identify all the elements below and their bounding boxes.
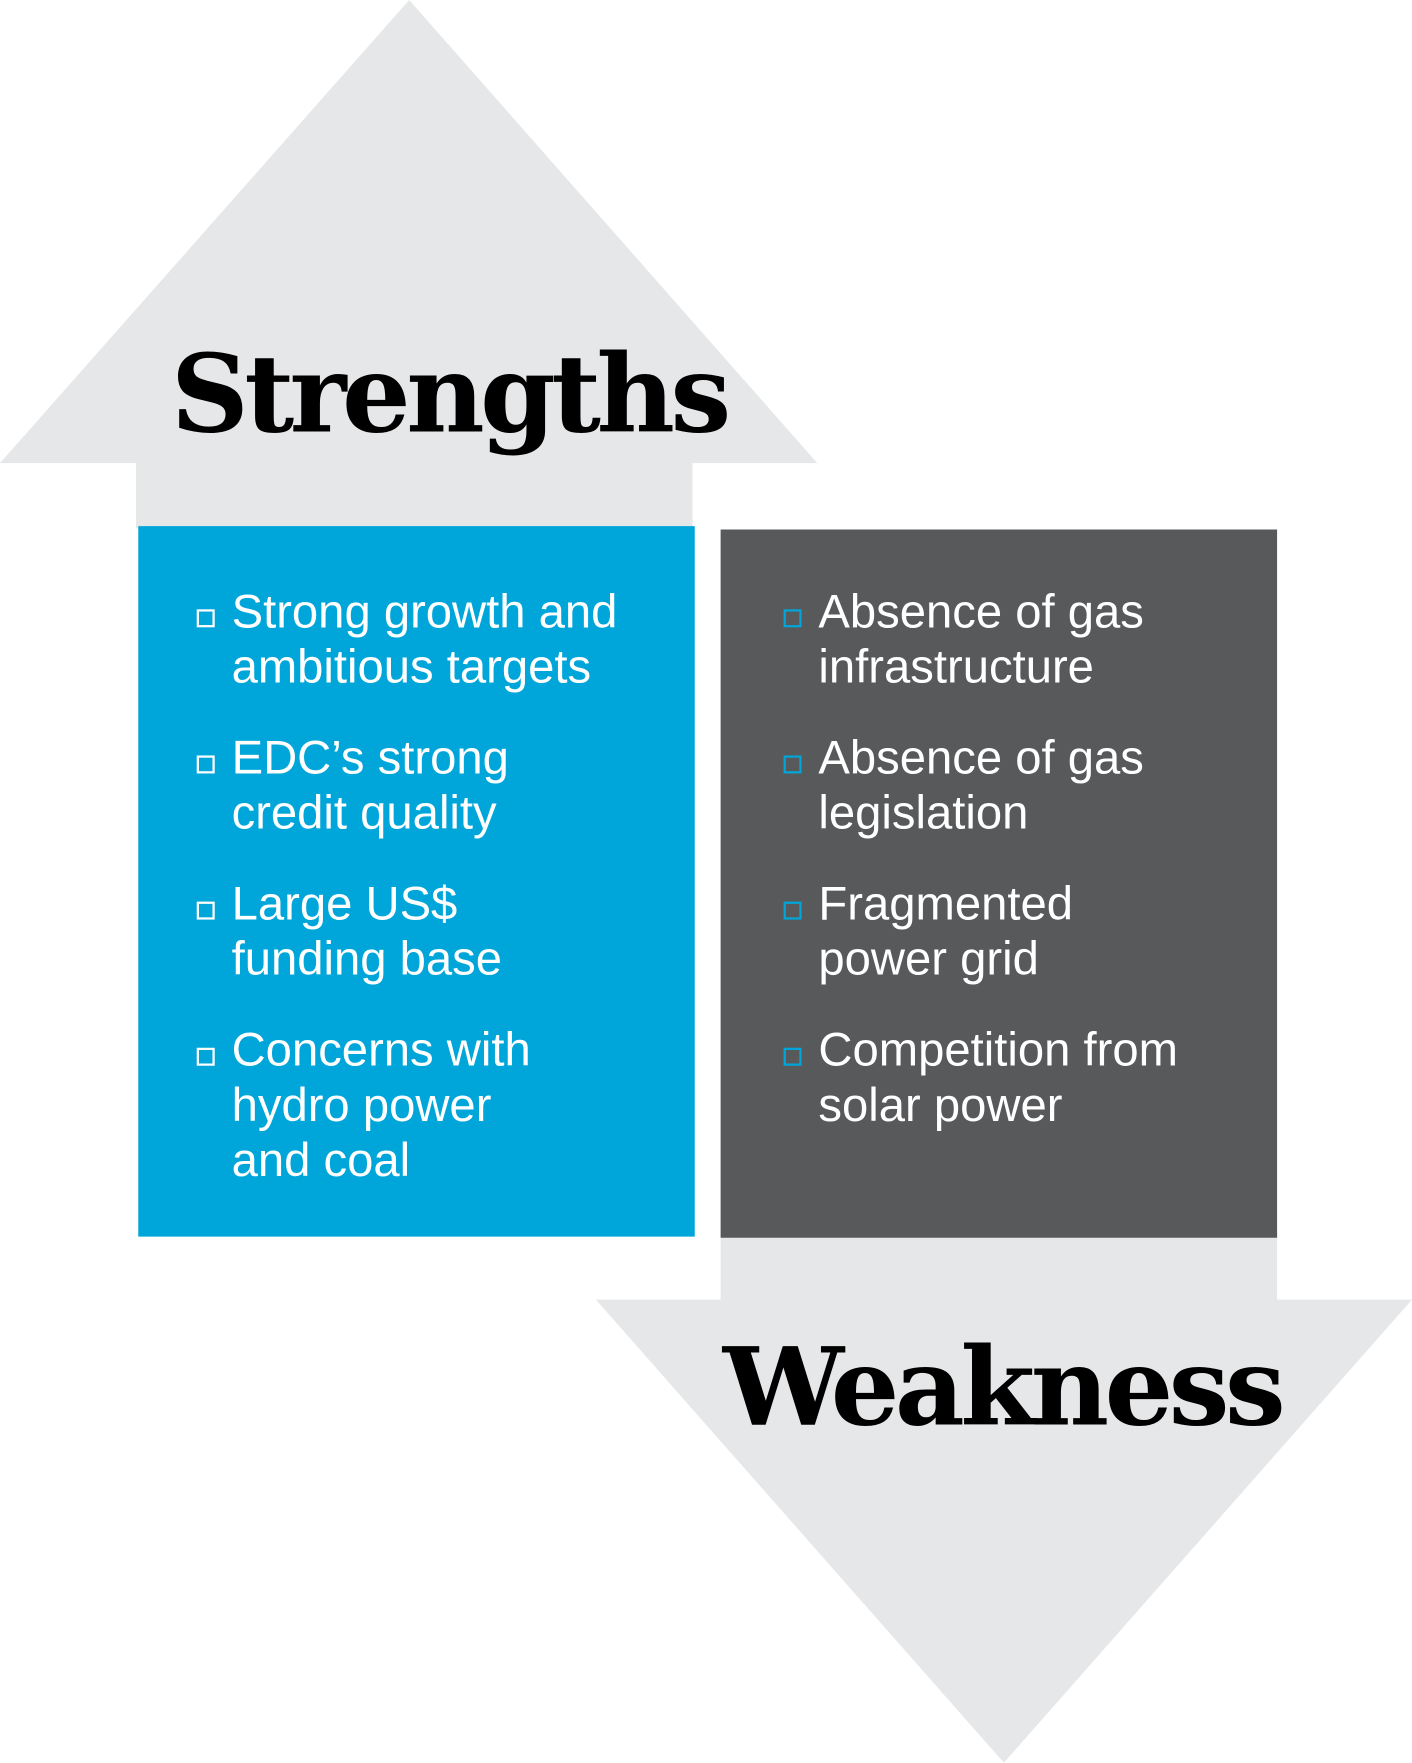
weakness-title: Weakness	[722, 1323, 1286, 1451]
list-item: Absence of gas infrastructure	[783, 583, 1279, 693]
square-bullet-icon	[783, 755, 802, 774]
item-text: Concerns with hydro power and coal	[231, 1023, 531, 1187]
item-text: Absence of gas infrastructure	[818, 584, 1144, 693]
strengths-title: Strengths	[170, 330, 731, 458]
square-bullet-icon	[196, 1047, 215, 1066]
item-text: Large US$ funding base	[231, 876, 503, 985]
list-item: Competition from solar power	[783, 1022, 1279, 1132]
square-bullet-icon	[196, 609, 215, 628]
strengths-box	[138, 526, 695, 1237]
list-item: Concerns with hydro power and coal	[196, 1022, 692, 1187]
item-text: Absence of gas legislation	[818, 730, 1144, 839]
weakness-list: Absence of gas infrastructure Absence of…	[783, 0, 1279, 1763]
up-arrow	[0, 0, 818, 529]
item-text: Competition from solar power	[818, 1023, 1178, 1131]
square-bullet-icon	[196, 901, 215, 920]
square-bullet-icon	[196, 755, 215, 774]
item-text: EDC’s strong credit quality	[231, 730, 509, 839]
list-item: Strong growth and ambitious targets	[196, 583, 692, 693]
item-text: Strong growth and ambitious targets	[231, 584, 618, 693]
item-text: Fragmented power grid	[818, 876, 1073, 985]
strengths-list: Strong growth and ambitious targets EDC’…	[196, 0, 692, 1763]
list-item: EDC’s strong credit quality	[196, 730, 692, 840]
square-bullet-icon	[783, 901, 802, 920]
down-arrow	[595, 1234, 1412, 1763]
square-bullet-icon	[783, 1047, 802, 1066]
square-bullet-icon	[783, 609, 802, 628]
weakness-box	[720, 529, 1278, 1238]
list-item: Fragmented power grid	[783, 876, 1279, 986]
list-item: Absence of gas legislation	[783, 730, 1279, 840]
list-item: Large US$ funding base	[196, 876, 692, 986]
